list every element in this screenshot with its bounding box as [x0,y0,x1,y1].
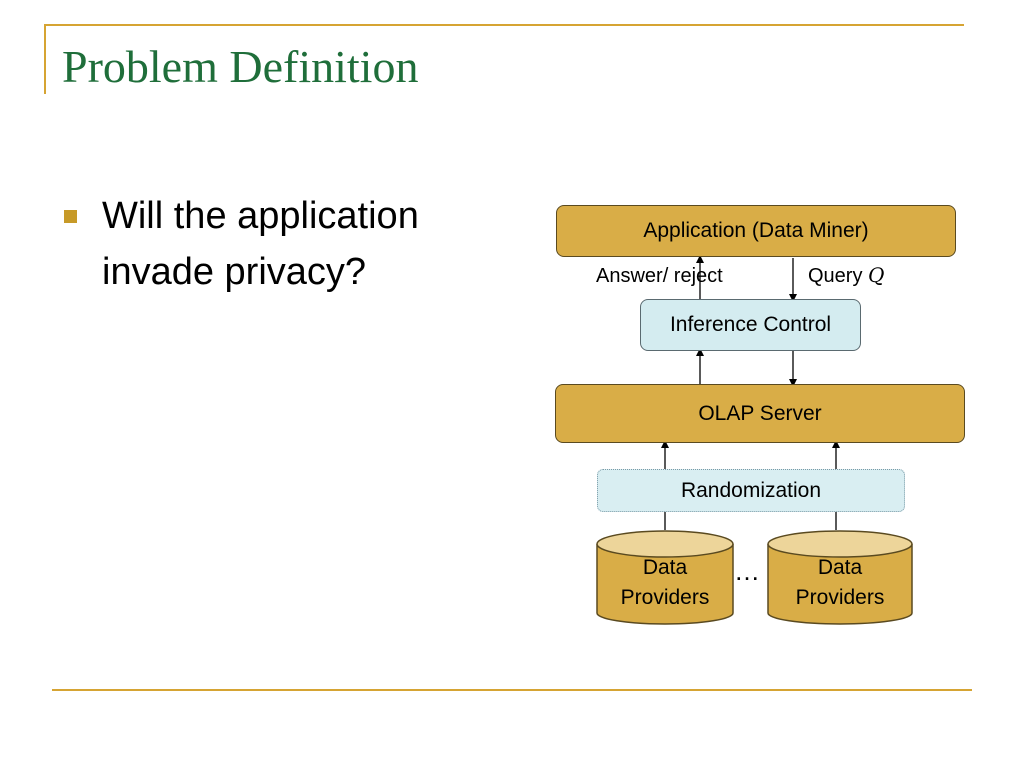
olap-server-box: OLAP Server [555,384,965,443]
slide-title: Problem Definition [62,41,419,92]
application-label: Application (Data Miner) [643,219,869,242]
ellipsis: … [734,556,760,586]
randomization-label: Randomization [680,478,822,502]
bullet-text: Will the application invade privacy? [102,188,522,300]
top-rule [44,24,964,26]
answer-reject-label: Answer/ reject [596,265,723,287]
inference-control-box: Inference Control [640,299,861,351]
provider-left-cylinder [596,530,734,625]
inference-control-label: Inference Control [669,313,832,336]
provider-left-line-2: Providers [620,586,710,609]
bullet-square-icon [64,210,77,223]
bottom-rule [52,689,972,691]
query-label-group: Query Q [808,263,884,288]
provider-right-label: Data Providers [770,553,910,613]
query-symbol: Q [868,263,885,287]
bullet-line-1: Will the application [102,195,419,237]
provider-right-line-1: Data [817,556,863,579]
provider-left-label: Data Providers [595,553,735,613]
query-label: Query [808,265,863,287]
provider-right-line-2: Providers [795,586,885,609]
application-box: Application (Data Miner) [556,205,956,257]
olap-server-label: OLAP Server [698,401,822,425]
provider-right-cylinder [767,530,913,625]
bullet-line-2: invade privacy? [102,251,367,293]
left-rule [44,24,46,94]
provider-left-line-1: Data [642,556,688,579]
randomization-box: Randomization [597,469,905,512]
